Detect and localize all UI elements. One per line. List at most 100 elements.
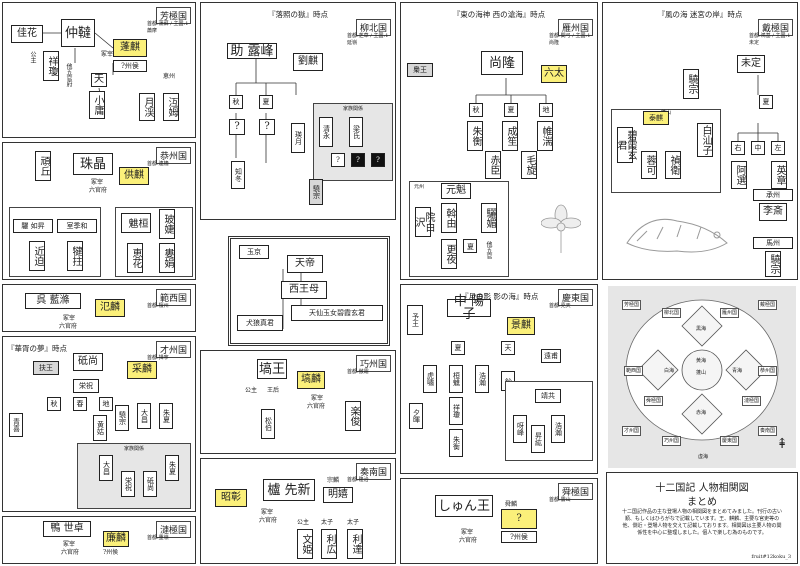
label-han-d: 六官府 [59, 323, 78, 330]
label-sou-c: 宗麟 [327, 477, 340, 484]
panel-title: 雁州国 [557, 19, 593, 36]
person-gekkei: 月渓 [139, 93, 155, 121]
panel-hou: 芳極国 首都:蒲蘇 / 主国:1 蕭摩 佳花 仲韃 祥瓊 蓬麒 ?州侯 天 小庸… [2, 2, 196, 138]
map-label-ren: 漣極国 [742, 396, 762, 406]
person-ten-c: 西王母 [281, 281, 327, 299]
person-tai-r: 馬州 [753, 237, 793, 249]
person-ten-e: 天仙玉女碧霞玄君 [291, 305, 383, 321]
person-kou-e: 松伯 [261, 409, 275, 439]
panel-info: 首都:隆洽 [347, 477, 369, 483]
person-kou-f: 楽俊 [345, 401, 361, 431]
panel-title: 巧州国 [355, 355, 391, 372]
person-kyou-j: 桓魋 [121, 213, 151, 233]
panel-info: 首都:連檣 [147, 161, 169, 167]
family-label: 元州 [414, 184, 425, 190]
family-label: 家族関係 [342, 106, 363, 112]
map-label-tai: 戴極国 [758, 300, 778, 310]
person-kyou-b: 珠晶 [73, 153, 113, 175]
family-box [9, 207, 101, 277]
person-ryuu-b: 劉麒 [293, 53, 323, 71]
person-tai-c: 泰麒 [643, 111, 669, 125]
person-ren-a: 鴨 世卓 [43, 521, 91, 537]
panel-info: 首都:芝草 / 主国:1 延嶺 [347, 33, 389, 46]
person-houki: 蓬麒 [113, 39, 147, 57]
person-ryuu-o: ? [331, 153, 345, 167]
person-kei-p: 昇紘 [531, 425, 545, 453]
person-tai-i: 蓉可 [641, 151, 657, 179]
person-kasui: 佳花 [11, 25, 43, 43]
person-kyou-h: 近迫 [29, 241, 45, 271]
map-label-hou: 芳極国 [622, 300, 642, 310]
map-label-sou: 奏南国 [758, 426, 778, 436]
panel-kou: 巧州国 首都:傲霜 塙王 塙麟 公主 王后 松伯 楽俊 冢宰 六官府 [200, 350, 396, 454]
label-shun-e: 冢宰 [461, 529, 474, 536]
label-shun-f: 六官府 [459, 537, 478, 544]
person-en-p: 院白沢 [413, 207, 434, 237]
label-kou-h: 六官府 [307, 403, 326, 410]
label-en-s: 他五官 [485, 241, 492, 259]
person-en-m: 元魁 [441, 183, 471, 199]
panel-han: 範西国 首都:檀州 呉 藍滌 氾麟 冢宰 六官府 [2, 284, 196, 332]
family-label: 家族関係 [123, 446, 144, 452]
panel-title: 舜極国 [557, 483, 593, 500]
map-label-kokkai: 黒海 [696, 326, 707, 332]
person-tai-s: 驍宗 [765, 251, 781, 277]
person-kei-f: 虎嘯 [423, 365, 437, 393]
person-ten: 天 [91, 73, 107, 87]
person-en-j: 赤臣 [485, 151, 501, 179]
panel-ren: 漣極国 首都:重嶺 鴨 世卓 廉麟 冢宰 六官府 ?州侯 [2, 516, 196, 564]
person-kei-g: 桓魋 [449, 365, 463, 393]
person-sai-c: 采麟 [127, 361, 157, 379]
map-label-seikai: 青海 [732, 368, 743, 374]
person-tai-o: 英章 [771, 161, 787, 189]
person-sou-h: 利広 [321, 529, 337, 559]
panel-info: 首都:雲山 [549, 497, 571, 503]
person-tai-p: 李斎 [759, 203, 787, 221]
panel-header: 『風の海 迷宮の岸』時点 [657, 10, 743, 19]
person-kyou-c: 供麒 [119, 167, 149, 185]
person-en-f: 地 [539, 103, 553, 117]
map-label-sai: 才州国 [622, 426, 642, 436]
person-kyou-k: 玻婕 [159, 209, 175, 239]
map-label-hakkai: 白海 [664, 368, 675, 374]
map-label-houzan: 蓬山 [696, 370, 707, 376]
map-label-kyou: 恭州国 [758, 366, 778, 376]
relationship-lines [235, 59, 297, 163]
panel-title: 才州国 [155, 341, 191, 358]
person-sou-d: 明嬉 [323, 487, 353, 503]
map-label-ryuu: 柳北国 [662, 308, 682, 318]
person-kei-q: 浩瀚 [551, 415, 565, 443]
person-en-q: 更夜 [441, 239, 457, 269]
person-sai-g: 地 [99, 397, 113, 411]
panel-kei: 『月の影 影の海』時点 慶東国 首都:堯天 中 陽子 景麒 予王 夏 天 虎嘯 … [400, 284, 598, 474]
summary-subtitle: まとめ [687, 497, 717, 508]
label-sou-i: 太子 [347, 519, 360, 526]
person-tai-j: 禎衛 [665, 151, 681, 179]
panel-info: 首都:傲霜 [347, 369, 369, 375]
panel-info: 首都:揖寧 [147, 355, 169, 361]
person-en-i: 帷湍 [537, 121, 553, 151]
person-kei-n: 靖共 [535, 389, 561, 403]
person-sai-d: 栄祝 [73, 379, 99, 393]
panel-title: 芳極国 [155, 7, 191, 24]
panel-info: 首都:重嶺 [147, 535, 169, 541]
person-kei-d: 夏 [451, 341, 465, 355]
person-ryuu-l: 驍宗 [309, 179, 323, 205]
panel-tai: 『風の海 迷宮の岸』時点 戴極国 首都:鴻基 / 主国:1 未定 驍宗 未定 夏… [602, 2, 798, 280]
label-ren-c: 冢宰 [63, 541, 76, 548]
person-shoukei: 祥瓊 [43, 51, 59, 81]
person-en-r: 夏 [463, 239, 477, 253]
person-sai-q: 朱夏 [165, 455, 179, 481]
map-label-kyokai: 虚海 [698, 454, 709, 460]
panel-info: 首都:堯天 [549, 303, 571, 309]
person-sai-j: 大昌 [137, 403, 151, 429]
panel-title: 柳北国 [355, 19, 391, 36]
map-label-kei: 慶東国 [720, 436, 740, 446]
person-sai-e: 秋 [47, 397, 61, 411]
label-kyou-e: 六官府 [89, 187, 108, 194]
person-sou-b: 櫨 先新 [263, 479, 315, 501]
label-ren-d: 六官府 [61, 549, 80, 556]
person-kyou-g: 室季和 [57, 219, 97, 233]
person-ryuu-n: ? [371, 153, 385, 167]
panel-title: 戴極国 [757, 19, 793, 36]
